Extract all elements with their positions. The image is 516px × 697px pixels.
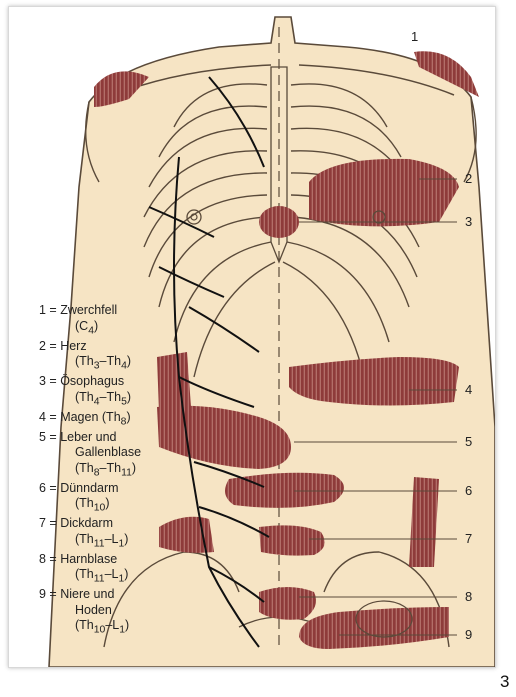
- figure-frame: 1 2 3 4 5 6 7 8 9 1 = Zwerchfell (C4) 2 …: [8, 6, 496, 668]
- zone-3-esophagus: [259, 206, 299, 238]
- legend-item-7: 7 = Dickdarm: [39, 516, 141, 532]
- callout-7: 7: [465, 531, 472, 546]
- callout-6: 6: [465, 483, 472, 498]
- callout-9: 9: [465, 627, 472, 642]
- callout-3: 3: [465, 214, 472, 229]
- callout-5: 5: [465, 434, 472, 449]
- zone-5-liver-left: [157, 352, 191, 412]
- zone-8-bladder: [259, 587, 316, 620]
- legend: 1 = Zwerchfell (C4) 2 = Herz (Th3–Th4) 3…: [39, 303, 141, 638]
- legend-item-5: 5 = Leber und: [39, 430, 141, 446]
- legend-item-6: 6 = Dünndarm: [39, 481, 141, 497]
- callout-2: 2: [465, 171, 472, 186]
- legend-item-9: 9 = Niere und: [39, 587, 141, 603]
- callout-1: 1: [411, 29, 418, 44]
- zone-7-colon: [259, 525, 325, 555]
- legend-item-1: 1 = Zwerchfell: [39, 303, 141, 319]
- page-number: 3: [500, 672, 509, 692]
- callout-4: 4: [465, 382, 472, 397]
- legend-item-2: 2 = Herz: [39, 339, 141, 355]
- zone-4-stomach: [289, 357, 459, 406]
- legend-item-4: 4 = Magen (Th8): [39, 410, 141, 430]
- zone-2-heart: [309, 159, 459, 226]
- legend-item-8: 8 = Harnblase: [39, 552, 141, 568]
- callout-8: 8: [465, 589, 472, 604]
- legend-item-3: 3 = Ösophagus: [39, 374, 141, 390]
